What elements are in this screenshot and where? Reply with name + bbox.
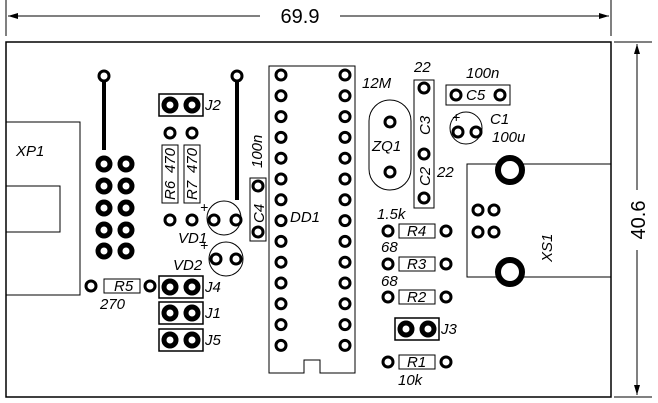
dd1-pin (338, 276, 352, 290)
xs1-label: XS1 (539, 234, 556, 263)
r6-label: R6 (162, 180, 179, 200)
c5-capacitor: C5 100n (445, 65, 511, 106)
r3-resistor: R3 68 (381, 239, 453, 273)
c2-label: C2 (417, 166, 434, 186)
r5-label: R5 (114, 278, 134, 295)
dd1-label: DD1 (290, 209, 320, 226)
dd1-pin (274, 234, 288, 248)
xp1-connector: XP1 (6, 121, 81, 296)
dd1-pin (274, 151, 288, 165)
vd1-label: VD1 (178, 230, 207, 247)
j4-label: J4 (204, 279, 221, 296)
j5-label: J5 (204, 332, 222, 349)
c5-value: 100n (466, 65, 499, 82)
dd1-pin (274, 318, 288, 332)
r1-label: R1 (407, 354, 426, 371)
dd1-pin (274, 172, 288, 186)
c3-label: C3 (417, 115, 434, 135)
dd1-pin (338, 214, 352, 228)
xs1-connector: XS1 (466, 155, 611, 287)
j2-jumper: J2 (158, 93, 222, 117)
dd1-pin (274, 68, 288, 82)
c1-plus: + (452, 109, 460, 125)
vd2-plus: + (200, 237, 208, 253)
j2-label: J2 (204, 97, 222, 114)
height-dimension: 40.6 (614, 41, 652, 398)
r5-value: 270 (99, 296, 126, 313)
dd1-pin (338, 68, 352, 82)
r1-value: 10k (398, 372, 424, 389)
dd1-pin (274, 110, 288, 124)
dd1-pin (338, 234, 352, 248)
r2-label: R2 (407, 289, 427, 306)
dd1-pin (274, 297, 288, 311)
dd1-pin (274, 255, 288, 269)
dd1-pin (338, 338, 352, 352)
vd1-plus: + (200, 199, 208, 215)
dd1-pin (274, 214, 288, 228)
c5-label: C5 (466, 87, 486, 104)
c3-value: 22 (413, 59, 431, 76)
xp1-pads (95, 155, 135, 260)
zq1-label: ZQ1 (371, 138, 401, 155)
c1-capacitor: + C1 100u (449, 109, 526, 146)
j3-label: J3 (440, 321, 458, 338)
dd1-pin (338, 89, 352, 103)
r4-value: 1.5k (377, 206, 407, 223)
r1-resistor: R1 10k (381, 354, 453, 389)
jumper-wires (97, 69, 244, 200)
j3-jumper: J3 (394, 317, 458, 341)
c1-label: C1 (490, 111, 509, 128)
r4-resistor: R4 1.5k (377, 206, 453, 240)
j1-label: J1 (204, 305, 221, 322)
dd1-pin (338, 130, 352, 144)
r3-value: 68 (381, 239, 398, 256)
j4-jumper: J4 (158, 275, 221, 299)
r5-resistor: R5 270 (84, 278, 157, 313)
c2-value: 22 (436, 164, 454, 181)
vd2-label: VD2 (173, 257, 203, 274)
vd1-led: + VD1 (178, 199, 243, 247)
c4-value: 100n (249, 135, 266, 168)
dd1-pin (274, 193, 288, 207)
r2-resistor: R2 68 (381, 273, 453, 306)
dd1-chip: DD1 (268, 65, 356, 374)
dd1-pin (338, 151, 352, 165)
zq1-crystal: 12M ZQ1 (362, 75, 412, 191)
dd1-pin (338, 297, 352, 311)
r3-label: R3 (407, 256, 427, 273)
dd1-pin (274, 89, 288, 103)
r4-label: R4 (407, 223, 426, 240)
r6-r7-resistors: R6 470 R7 470 (161, 126, 201, 227)
dd1-pin (338, 193, 352, 207)
j5-jumper: J5 (158, 328, 222, 352)
dd1-pin (274, 130, 288, 144)
r2-value: 68 (381, 273, 398, 290)
dd1-pin (338, 110, 352, 124)
width-label: 69.9 (281, 6, 320, 28)
dd1-pin (274, 338, 288, 352)
dd1-pin (338, 172, 352, 186)
vd2-led: + VD2 (173, 237, 244, 277)
dd1-pin (338, 318, 352, 332)
board-outline (5, 41, 612, 398)
width-dimension: 69.9 (5, 0, 612, 36)
height-label: 40.6 (628, 201, 650, 240)
zq1-value: 12M (362, 75, 392, 92)
dd1-pin (274, 276, 288, 290)
r7-label: R7 (184, 180, 201, 200)
c4-capacitor: C4 100n (249, 135, 268, 242)
j1-jumper: J1 (158, 301, 221, 325)
c1-value: 100u (492, 129, 526, 146)
dd1-pin (338, 255, 352, 269)
r6-value: 470 (162, 147, 179, 173)
c4-label: C4 (251, 204, 268, 223)
r7-value: 470 (184, 147, 201, 173)
c3-c2-capacitors: C3 C2 22 22 (413, 59, 454, 209)
xp1-label: XP1 (15, 143, 44, 160)
